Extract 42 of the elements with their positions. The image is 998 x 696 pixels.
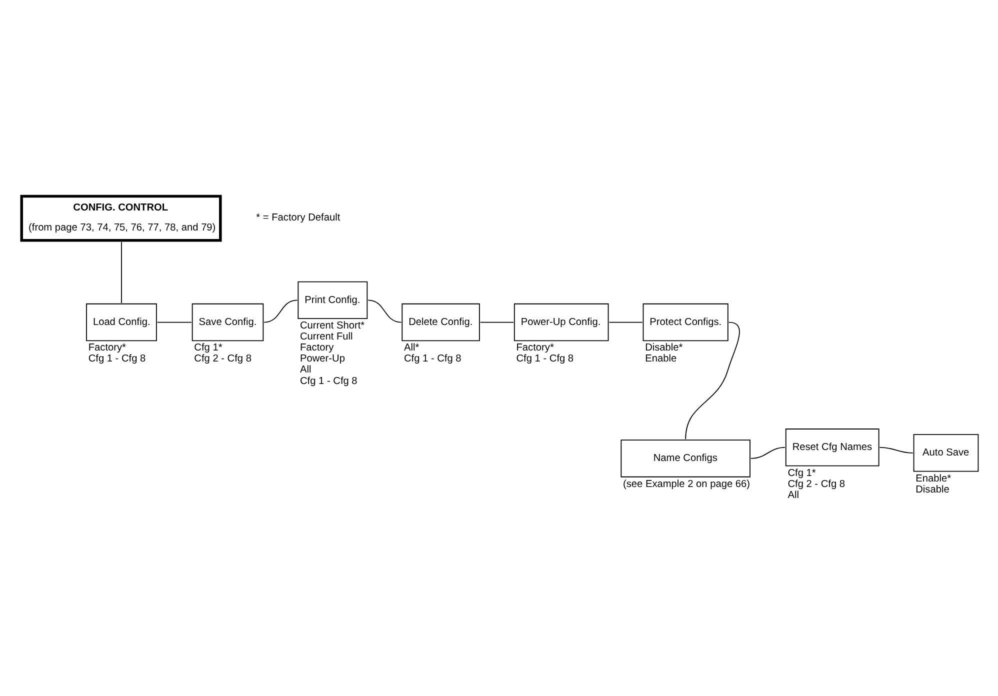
node-box: Reset Cfg Names xyxy=(785,428,880,466)
node-label: Factory* xyxy=(516,342,554,354)
connector xyxy=(156,321,192,322)
node-label: Cfg 2 - Cfg 8 xyxy=(194,353,252,364)
node-label: Cfg 1 - Cfg 8 xyxy=(516,353,574,364)
node-box: Protect Configs. xyxy=(642,302,728,341)
connector xyxy=(608,321,643,322)
label: * = Factory Default xyxy=(256,212,340,223)
node-box: Load Config. xyxy=(86,302,157,341)
connector xyxy=(121,240,122,303)
node-label: Cfg 1* xyxy=(788,467,816,478)
node-label: (see Example 2 on page 66) xyxy=(623,478,750,490)
node-label: Cfg 1 - Cfg 8 xyxy=(300,375,358,386)
node-label: Cfg 1 - Cfg 8 xyxy=(88,353,146,364)
node-label: All xyxy=(788,489,799,500)
node-box: Save Config. xyxy=(192,302,264,341)
node-label: Current Short* xyxy=(300,320,365,332)
connector xyxy=(879,446,914,453)
node-label: Cfg 1 - Cfg 8 xyxy=(404,353,462,364)
node-label: Cfg 2 - Cfg 8 xyxy=(788,478,846,490)
node-label: Enable xyxy=(645,353,677,364)
connector xyxy=(685,321,740,440)
node-label: Disable* xyxy=(645,342,683,354)
node-box: CONFIG. CONTROL (from page 73, 74, 75, 76, 77, 78, and 79) xyxy=(20,194,222,242)
node-label: Factory xyxy=(300,342,334,354)
connector xyxy=(750,446,786,458)
node-box: Name Configs xyxy=(620,439,750,477)
connector xyxy=(368,299,402,322)
connector xyxy=(264,299,298,322)
node-label: Cfg 1* xyxy=(194,342,222,354)
node-label: Power-Up xyxy=(300,353,345,364)
node-box: Power-Up Config. xyxy=(514,302,609,341)
node-label: All* xyxy=(404,342,420,354)
node-box: Delete Config. xyxy=(402,302,480,341)
connector xyxy=(480,321,514,322)
node-label: Disable xyxy=(916,484,950,495)
node-label: Current Full xyxy=(300,331,353,342)
node-box: Print Config. xyxy=(298,280,368,319)
node-label: All xyxy=(300,364,312,376)
node-label: Enable* xyxy=(916,472,952,484)
node-box: Auto Save xyxy=(913,434,979,472)
node-label: Factory* xyxy=(88,342,126,354)
